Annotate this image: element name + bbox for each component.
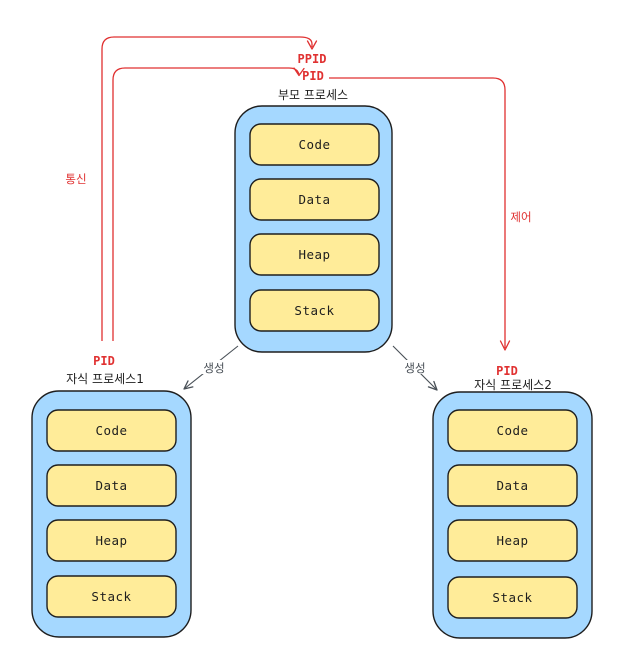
segment-label: Stack: [294, 303, 334, 318]
segment-box: [249, 289, 380, 332]
segment-box: [447, 519, 578, 562]
segment-label: Data: [496, 478, 528, 493]
child1-process-title: 자식 프로세스1: [66, 372, 144, 386]
segment-box: [249, 123, 380, 166]
segment-box: [447, 409, 578, 452]
control-arrow-line: [329, 77, 506, 348]
segment-box: [46, 575, 177, 618]
control-label: 제어: [510, 210, 531, 224]
control-arrow: 제어: [329, 77, 532, 351]
parent-process: 부모 프로세스 Code Data Heap Stack: [234, 88, 393, 353]
child2-pid-label: PID: [496, 364, 518, 378]
segment-box: [447, 576, 578, 619]
control-arrowhead-icon: [499, 340, 511, 351]
segment-box: [46, 464, 177, 507]
spawn-left-label: 생성: [203, 361, 224, 375]
segment-label: Stack: [492, 590, 532, 605]
child-process-1: PID 자식 프로세스1 Code Data Heap Stack: [31, 354, 192, 638]
segment-label: Heap: [95, 533, 127, 548]
comm-arrows: PPID PID 통신: [65, 36, 327, 341]
segment-label: Stack: [91, 589, 131, 604]
segment-label: Data: [298, 192, 330, 207]
segment-box: [46, 409, 177, 452]
child-process-2: PID 자식 프로세스2 Code Data Heap Stack: [432, 364, 593, 639]
segment-box: [447, 464, 578, 507]
segment-box: [249, 233, 380, 276]
spawn-left-arrowhead-icon: [183, 380, 194, 390]
child2-process-title: 자식 프로세스2: [474, 378, 552, 392]
spawn-left-label-bg: [200, 360, 228, 374]
parent-process-title: 부모 프로세스: [278, 88, 348, 102]
pid-arrow-line: [112, 67, 300, 341]
segment-label: Code: [298, 137, 330, 152]
spawn-right-arrowhead-icon: [427, 380, 438, 391]
segment-label: Data: [95, 478, 127, 493]
pid-label: PID: [302, 69, 324, 83]
segment-box: [46, 519, 177, 562]
comm-label: 통신: [65, 172, 86, 186]
spawn-arrows: 생성 생성: [183, 345, 438, 391]
segment-label: Code: [496, 423, 528, 438]
segment-label: Heap: [298, 247, 330, 262]
ppid-arrowhead-icon: [306, 40, 318, 50]
segment-label: Code: [95, 423, 127, 438]
pid-arrowhead-icon: [293, 67, 305, 77]
spawn-right-label: 생성: [404, 361, 425, 375]
ppid-arrow-line: [101, 36, 313, 341]
segment-label: Heap: [496, 533, 528, 548]
spawn-right-label-bg: [401, 360, 429, 374]
ppid-label: PPID: [298, 52, 327, 66]
child1-pid-label: PID: [93, 354, 115, 368]
segment-box: [249, 178, 380, 221]
